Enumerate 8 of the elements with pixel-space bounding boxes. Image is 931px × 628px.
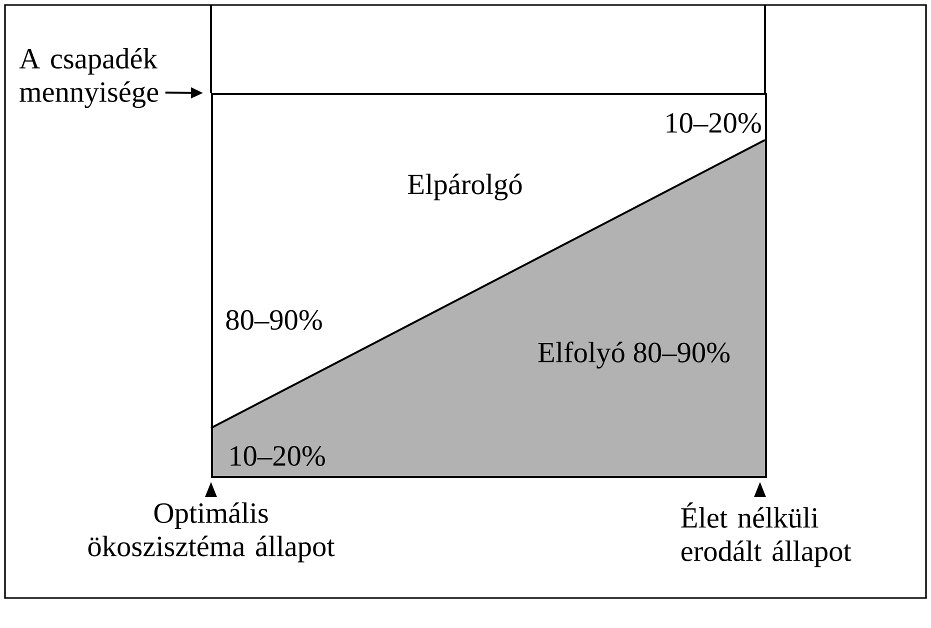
- label: 10–20%: [666, 113, 761, 133]
- label: 10–20%: [230, 446, 325, 466]
- label: Élet nélküli erodált állapot: [681, 502, 852, 568]
- label: Optimális ökoszisztéma állapot: [88, 502, 335, 562]
- caption-text: A csapadék mennyisége: [19, 48, 158, 108]
- label: Elpárolgó: [408, 174, 522, 200]
- label: 80–90%: [226, 310, 322, 330]
- label: Elfolyó 80–90%: [538, 342, 730, 368]
